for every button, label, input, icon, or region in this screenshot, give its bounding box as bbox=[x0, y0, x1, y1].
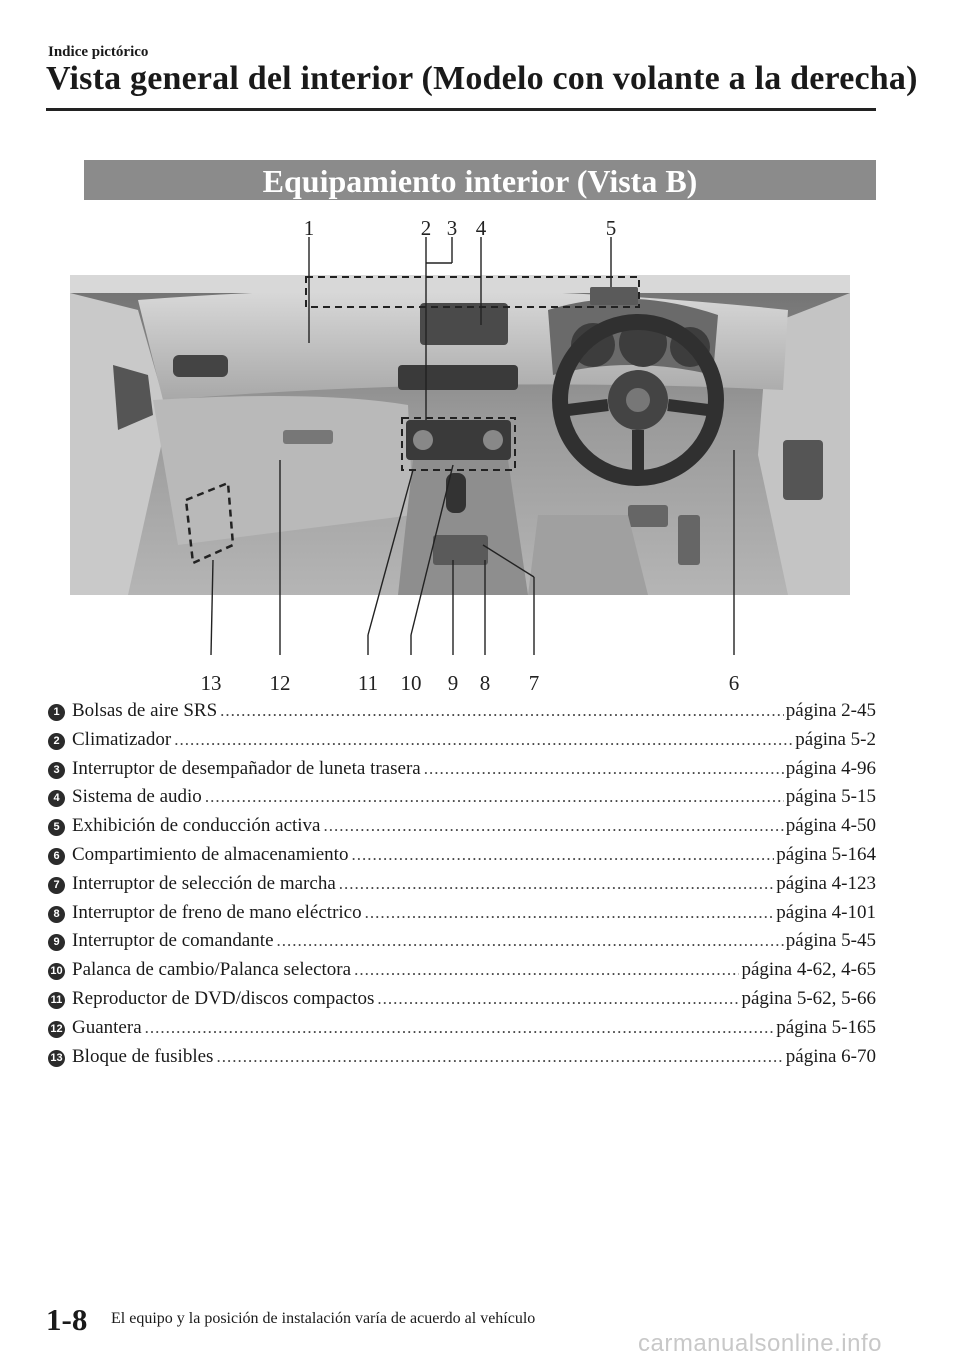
item-label: Bloque de fusibles bbox=[72, 1045, 214, 1067]
watermark: carmanualsonline.info bbox=[638, 1330, 882, 1357]
climate-panel bbox=[406, 420, 511, 460]
item-number-badge: 12 bbox=[48, 1020, 65, 1038]
item-number-badge: 4 bbox=[48, 790, 65, 808]
item-number-badge: 13 bbox=[48, 1049, 65, 1067]
center-display bbox=[420, 303, 508, 345]
page-reference: página 5-2 bbox=[795, 728, 876, 750]
steering-wheel bbox=[552, 314, 724, 486]
page-reference: página 4-123 bbox=[776, 872, 876, 894]
callout-12: 12 bbox=[270, 671, 291, 695]
leader-dots bbox=[351, 845, 774, 865]
list-item: 10 Palanca de cambio/Palanca selectora pág… bbox=[48, 959, 876, 988]
leader-dots bbox=[424, 759, 784, 779]
center-vents bbox=[398, 365, 518, 390]
item-label: Reproductor de DVD/discos compactos bbox=[72, 987, 375, 1009]
section-label: Indice pictórico bbox=[48, 44, 149, 60]
item-label: Palanca de cambio/Palanca selectora bbox=[72, 959, 352, 981]
page-reference: página 2-45 bbox=[785, 700, 876, 721]
component-list: 1 Bolsas de aire SRS página 2-45 2 Climatiz… bbox=[48, 700, 876, 1074]
section-banner: Equipamiento interior (Vista B) bbox=[84, 160, 876, 200]
leader-dots bbox=[354, 960, 739, 980]
item-number-badge: 10 bbox=[48, 963, 65, 981]
list-item: 4 Sistema de audio página 5-15 bbox=[48, 786, 876, 815]
item-number-badge: 8 bbox=[48, 905, 65, 923]
leader-dots bbox=[277, 931, 784, 951]
center-console bbox=[398, 460, 528, 595]
callout-9: 9 bbox=[448, 671, 459, 695]
item-label: Interruptor de selección de marcha bbox=[72, 872, 336, 894]
callout-13: 13 bbox=[201, 671, 222, 695]
page-title: Vista general del interior (Modelo con v… bbox=[46, 60, 918, 97]
item-label: Sistema de audio bbox=[72, 786, 202, 808]
list-item: 6 Compartimiento de almacenamiento página … bbox=[48, 844, 876, 873]
leader-dots bbox=[220, 701, 784, 721]
list-item: 5 Exhibición de conducción activa página 4… bbox=[48, 815, 876, 844]
item-number-badge: 7 bbox=[48, 876, 65, 894]
active-driving-display bbox=[590, 287, 638, 305]
page-reference: página 5-62, 5-66 bbox=[741, 987, 876, 1009]
leader-dots bbox=[324, 816, 784, 836]
page-reference: página 5-165 bbox=[776, 1016, 876, 1038]
item-number-badge: 9 bbox=[48, 934, 65, 952]
leader-dots bbox=[339, 874, 775, 894]
callout-3: 3 bbox=[447, 216, 458, 240]
list-item: 1 Bolsas de aire SRS página 2-45 bbox=[48, 700, 876, 729]
item-label: Compartimiento de almacenamiento bbox=[72, 843, 349, 865]
page-reference: página 4-101 bbox=[776, 901, 876, 923]
callout-6: 6 bbox=[729, 671, 740, 695]
footer-note: El equipo y la posición de instalación v… bbox=[111, 1310, 536, 1327]
callout-8: 8 bbox=[480, 671, 491, 695]
interior-dashboard-illustration: 1 2 3 4 5 13 12 11 10 9 8 7 6 bbox=[70, 216, 850, 695]
leader-dots bbox=[145, 1018, 775, 1038]
item-number-badge: 3 bbox=[48, 761, 65, 779]
list-item: 7 Interruptor de selección de marcha págin… bbox=[48, 873, 876, 902]
item-label: Exhibición de conducción activa bbox=[72, 815, 321, 837]
leader-dots bbox=[216, 1047, 783, 1067]
callout-2: 2 bbox=[421, 216, 432, 240]
item-label: Interruptor de desempañador de luneta tr… bbox=[72, 757, 421, 779]
callout-1: 1 bbox=[304, 216, 315, 240]
leader-dots bbox=[174, 730, 793, 750]
item-label: Interruptor de freno de mano eléctrico bbox=[72, 901, 362, 923]
page-reference: página 5-164 bbox=[776, 843, 876, 865]
item-label: Climatizador bbox=[72, 728, 172, 750]
item-number-badge: 1 bbox=[48, 704, 65, 721]
list-item: 13 Bloque de fusibles página 6-70 bbox=[48, 1046, 876, 1075]
page-reference: página 5-15 bbox=[785, 786, 876, 808]
page-reference: página 5-45 bbox=[785, 930, 876, 952]
item-number-badge: 2 bbox=[48, 732, 65, 750]
callout-10: 10 bbox=[401, 671, 422, 695]
callout-11: 11 bbox=[358, 671, 378, 695]
page-reference: página 6-70 bbox=[785, 1045, 876, 1067]
item-number-badge: 11 bbox=[48, 991, 65, 1009]
leader-dots bbox=[365, 903, 775, 923]
list-item: 3 Interruptor de desempañador de luneta t… bbox=[48, 758, 876, 787]
title-divider bbox=[46, 108, 876, 111]
page-reference: página 4-96 bbox=[785, 757, 876, 779]
list-item: 2 Climatizador página 5-2 bbox=[48, 729, 876, 758]
item-number-badge: 6 bbox=[48, 847, 65, 865]
callout-7: 7 bbox=[529, 671, 540, 695]
page-reference: página 4-50 bbox=[785, 815, 876, 837]
item-number-badge: 5 bbox=[48, 819, 65, 837]
list-item: 11 Reproductor de DVD/discos compactos pág… bbox=[48, 988, 876, 1017]
list-item: 9 Interruptor de comandante página 5-45 bbox=[48, 930, 876, 959]
item-label: Guantera bbox=[72, 1016, 142, 1038]
item-label: Interruptor de comandante bbox=[72, 930, 274, 952]
list-item: 8 Interruptor de freno de mano eléctrico p… bbox=[48, 902, 876, 931]
callout-5: 5 bbox=[606, 216, 617, 240]
callout-4: 4 bbox=[476, 216, 487, 240]
glovebox-panel bbox=[153, 396, 413, 545]
page-reference: página 4-62, 4-65 bbox=[741, 959, 876, 981]
leader-dots bbox=[377, 989, 739, 1009]
shift-lever bbox=[446, 473, 466, 513]
list-item: 12 Guantera página 5-165 bbox=[48, 1017, 876, 1046]
leader-dots bbox=[205, 787, 784, 807]
item-label: Bolsas de aire SRS bbox=[72, 700, 218, 721]
page-number: 1-8 bbox=[46, 1302, 88, 1337]
left-door-panel bbox=[70, 293, 168, 595]
